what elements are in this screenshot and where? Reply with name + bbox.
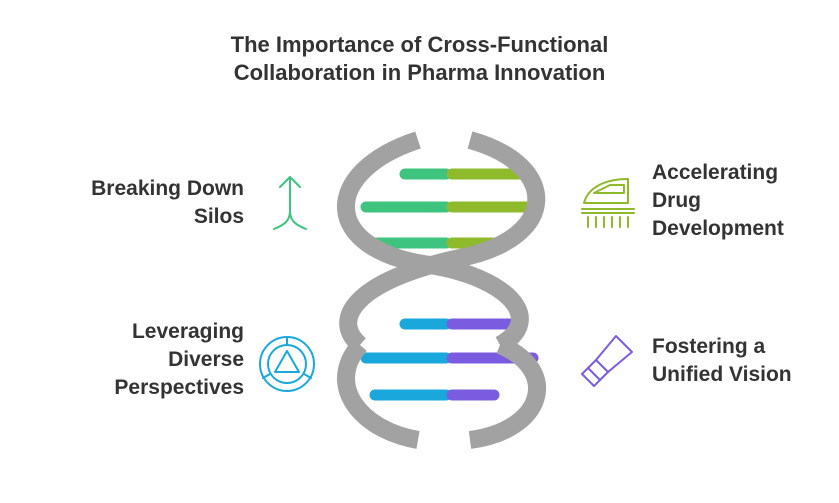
label-accelerating-drug-development: Accelerating Drug Development bbox=[652, 159, 784, 243]
arrow-split-icon bbox=[273, 176, 307, 230]
title-line-2: Collaboration in Pharma Innovation bbox=[233, 60, 606, 85]
label-line: Diverse bbox=[168, 348, 244, 371]
label-line: Fostering a bbox=[652, 335, 766, 358]
strands bbox=[337, 131, 546, 449]
label-breaking-down-silos: Breaking Down Silos bbox=[91, 175, 244, 231]
label-line: Development bbox=[652, 217, 784, 240]
label-line: Silos bbox=[193, 205, 244, 228]
triangle-circle-icon bbox=[259, 336, 315, 392]
telescope-icon bbox=[581, 335, 633, 387]
label-line: Accelerating bbox=[652, 161, 779, 184]
label-line: Leveraging bbox=[131, 320, 244, 343]
label-line: Breaking Down bbox=[91, 177, 244, 200]
label-line: Drug bbox=[652, 189, 701, 212]
label-leveraging-diverse-perspectives: Leveraging Diverse Perspectives bbox=[114, 318, 244, 402]
strand-b-top bbox=[339, 131, 546, 352]
strand-a-bottom bbox=[468, 336, 546, 449]
strand-b-bottom bbox=[337, 339, 420, 449]
bullet-train-icon bbox=[581, 178, 635, 228]
rungs-bottom bbox=[360, 318, 539, 401]
label-line: Unified Vision bbox=[652, 363, 792, 386]
label-fostering-unified-vision: Fostering a Unified Vision bbox=[652, 333, 792, 389]
title-line-1: The Importance of Cross-Functional bbox=[230, 32, 609, 57]
label-line: Perspectives bbox=[114, 376, 244, 399]
diagram-title: The Importance of Cross-Functional Colla… bbox=[0, 31, 839, 87]
